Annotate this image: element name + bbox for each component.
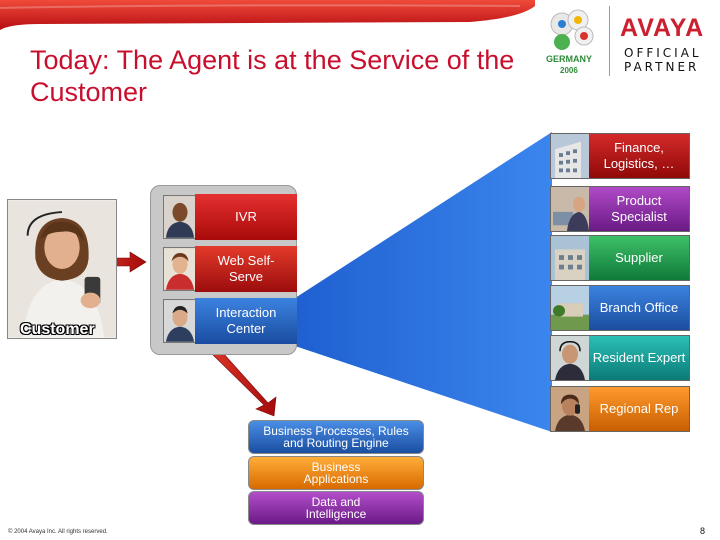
web-user-photo — [163, 247, 197, 291]
stack-business-applications: Business Applications — [248, 456, 424, 490]
resource-label: Regional Rep — [589, 401, 689, 417]
specialist-photo-icon — [551, 187, 589, 231]
stack-business-processes: Business Processes, Rules and Routing En… — [248, 420, 424, 454]
interaction-center-agent-photo — [163, 299, 197, 343]
resource-label: Branch Office — [589, 300, 689, 316]
warehouse-photo-icon — [551, 236, 589, 280]
resource-finance-logistics: Finance, Logistics, … — [550, 133, 690, 179]
resource-label: Resident Expert — [589, 350, 689, 366]
resource-regional-rep: Regional Rep — [550, 386, 690, 432]
channel-ivr: IVR — [195, 194, 297, 240]
channel-web-self-serve: Web Self-Serve — [195, 246, 297, 292]
stack-data-intelligence: Data and Intelligence — [248, 491, 424, 525]
resource-supplier: Supplier — [550, 235, 690, 281]
rep-photo-icon — [551, 387, 589, 431]
copyright-text: © 2004 Avaya Inc. All rights reserved. — [8, 529, 108, 535]
office-photo-icon — [551, 286, 589, 330]
resource-label: Supplier — [589, 250, 689, 266]
building-photo-icon — [551, 134, 589, 178]
resource-resident-expert: Resident Expert — [550, 335, 690, 381]
page-number: 8 — [700, 526, 705, 536]
resource-branch-office: Branch Office — [550, 285, 690, 331]
channel-interaction-center: Interaction Center — [195, 298, 297, 344]
ivr-agent-photo — [163, 195, 197, 239]
customer-label: Customer — [20, 321, 120, 339]
resource-label: Product Specialist — [589, 193, 689, 225]
resource-product-specialist: Product Specialist — [550, 186, 690, 232]
customer-photo — [7, 199, 117, 339]
resource-label: Finance, Logistics, … — [589, 140, 689, 172]
expert-photo-icon — [551, 336, 589, 380]
